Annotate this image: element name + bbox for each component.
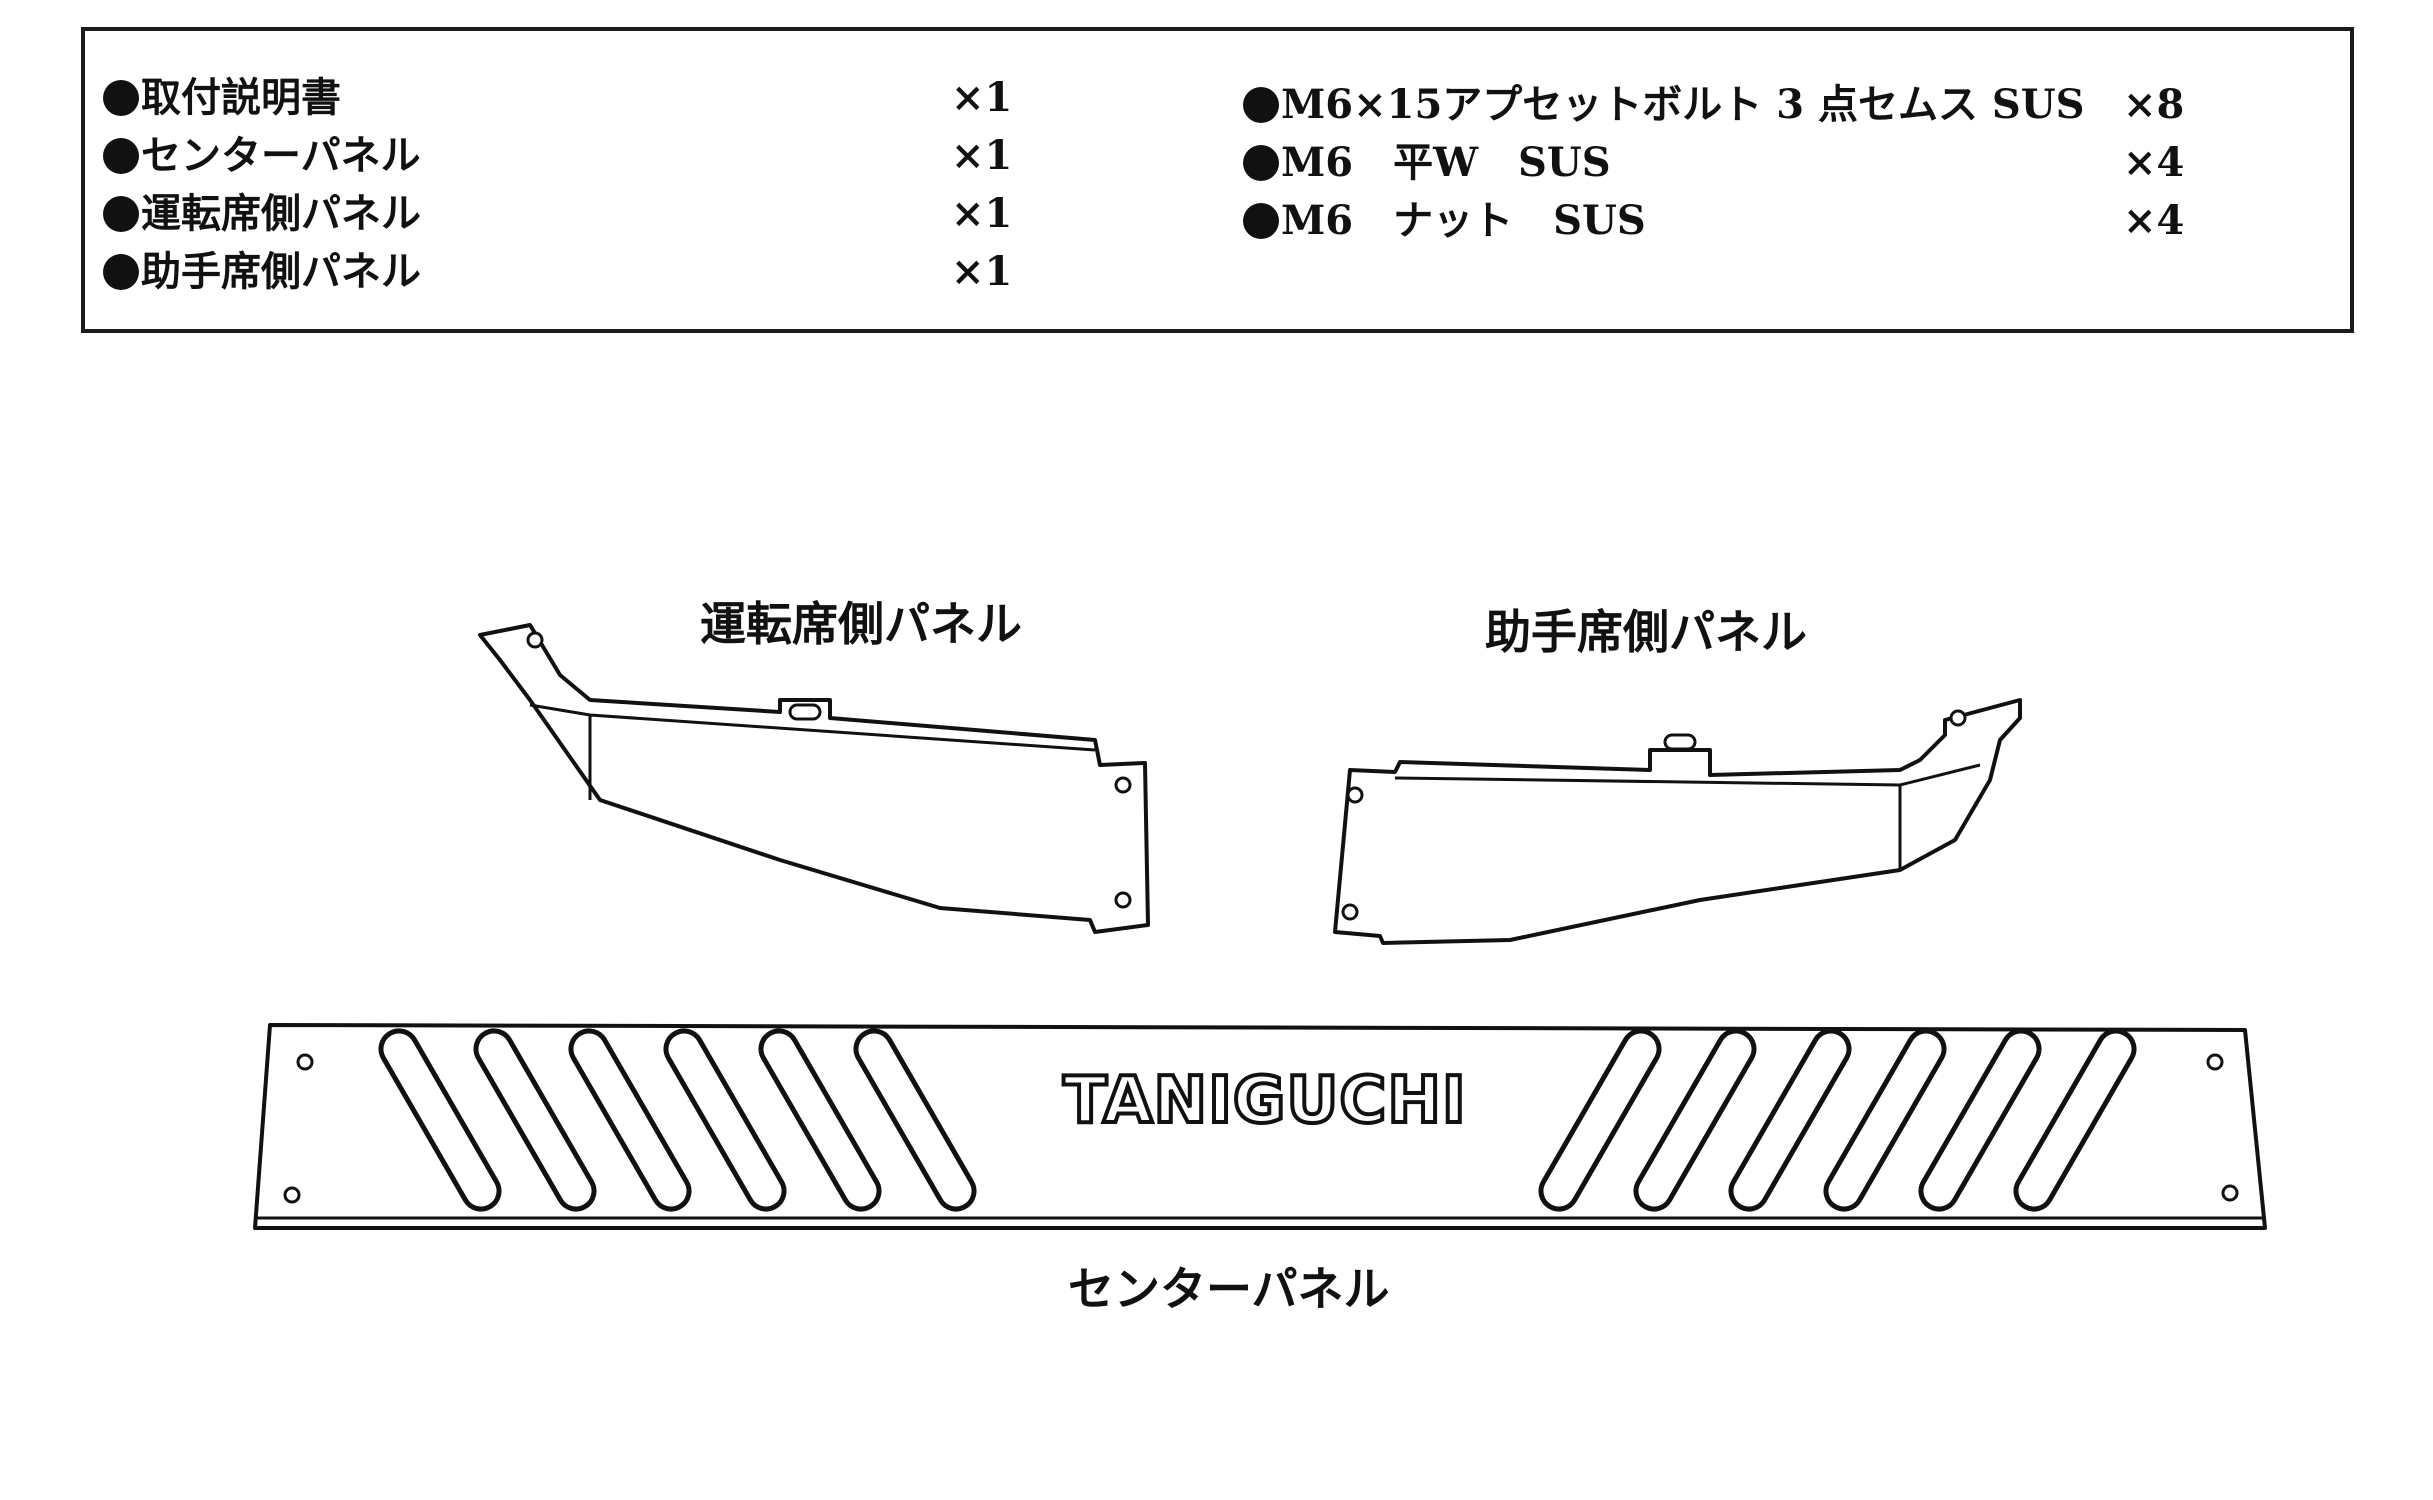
center-panel-label: センターパネル <box>1068 1262 1390 1316</box>
bullet-icon <box>1243 203 1279 239</box>
part-quantity: ×1 <box>951 190 1013 237</box>
part-name: M6×15アプセットボルト 3 点セムス SUS <box>1281 81 2085 128</box>
bullet-icon <box>1243 145 1279 181</box>
part-quantity: ×4 <box>2123 197 2185 244</box>
driver-side-panel-drawing <box>478 623 1150 934</box>
parts-list-right: M6×15アプセットボルト 3 点セムス SUS ×8 M6 平W SUS ×4… <box>1243 76 2283 250</box>
part-item: 助手席側パネル ×1 <box>103 243 1033 301</box>
part-name: M6 平W SUS <box>1281 139 1611 186</box>
part-item: センターパネル ×1 <box>103 127 1033 185</box>
part-quantity: ×8 <box>2123 81 2185 128</box>
part-name: 運転席側パネル <box>141 190 421 237</box>
center-panel-drawing <box>253 1023 2267 1230</box>
bullet-icon <box>103 80 139 116</box>
bullet-icon <box>1243 87 1279 123</box>
part-item: 運転席側パネル ×1 <box>103 185 1033 243</box>
part-name: センターパネル <box>141 132 421 179</box>
center-panel-logo: TANIGUCHI <box>1063 1064 1466 1138</box>
parts-list-box: 取付説明書 ×1 センターパネル ×1 運転席側パネル ×1 助手席側パネル ×… <box>81 27 2354 333</box>
driver-panel-label: 運転席側パネル <box>700 597 1022 651</box>
passenger-panel-label: 助手席側パネル <box>1485 605 1807 659</box>
part-quantity: ×4 <box>2123 139 2185 186</box>
part-item: M6 ナット SUS ×4 <box>1243 192 2283 250</box>
part-quantity: ×1 <box>951 248 1013 295</box>
part-item: 取付説明書 ×1 <box>103 69 1033 127</box>
part-item: M6 平W SUS ×4 <box>1243 134 2283 192</box>
part-name: 取付説明書 <box>141 74 341 121</box>
bullet-icon <box>103 196 139 232</box>
part-quantity: ×1 <box>951 132 1013 179</box>
part-item: M6×15アプセットボルト 3 点セムス SUS ×8 <box>1243 76 2283 134</box>
part-quantity: ×1 <box>951 74 1013 121</box>
part-name: 助手席側パネル <box>141 248 421 295</box>
bullet-icon <box>103 254 139 290</box>
part-name: M6 ナット SUS <box>1281 197 1646 244</box>
bullet-icon <box>103 138 139 174</box>
parts-list-left: 取付説明書 ×1 センターパネル ×1 運転席側パネル ×1 助手席側パネル ×… <box>103 69 1033 301</box>
passenger-side-panel-drawing <box>1333 698 2022 945</box>
